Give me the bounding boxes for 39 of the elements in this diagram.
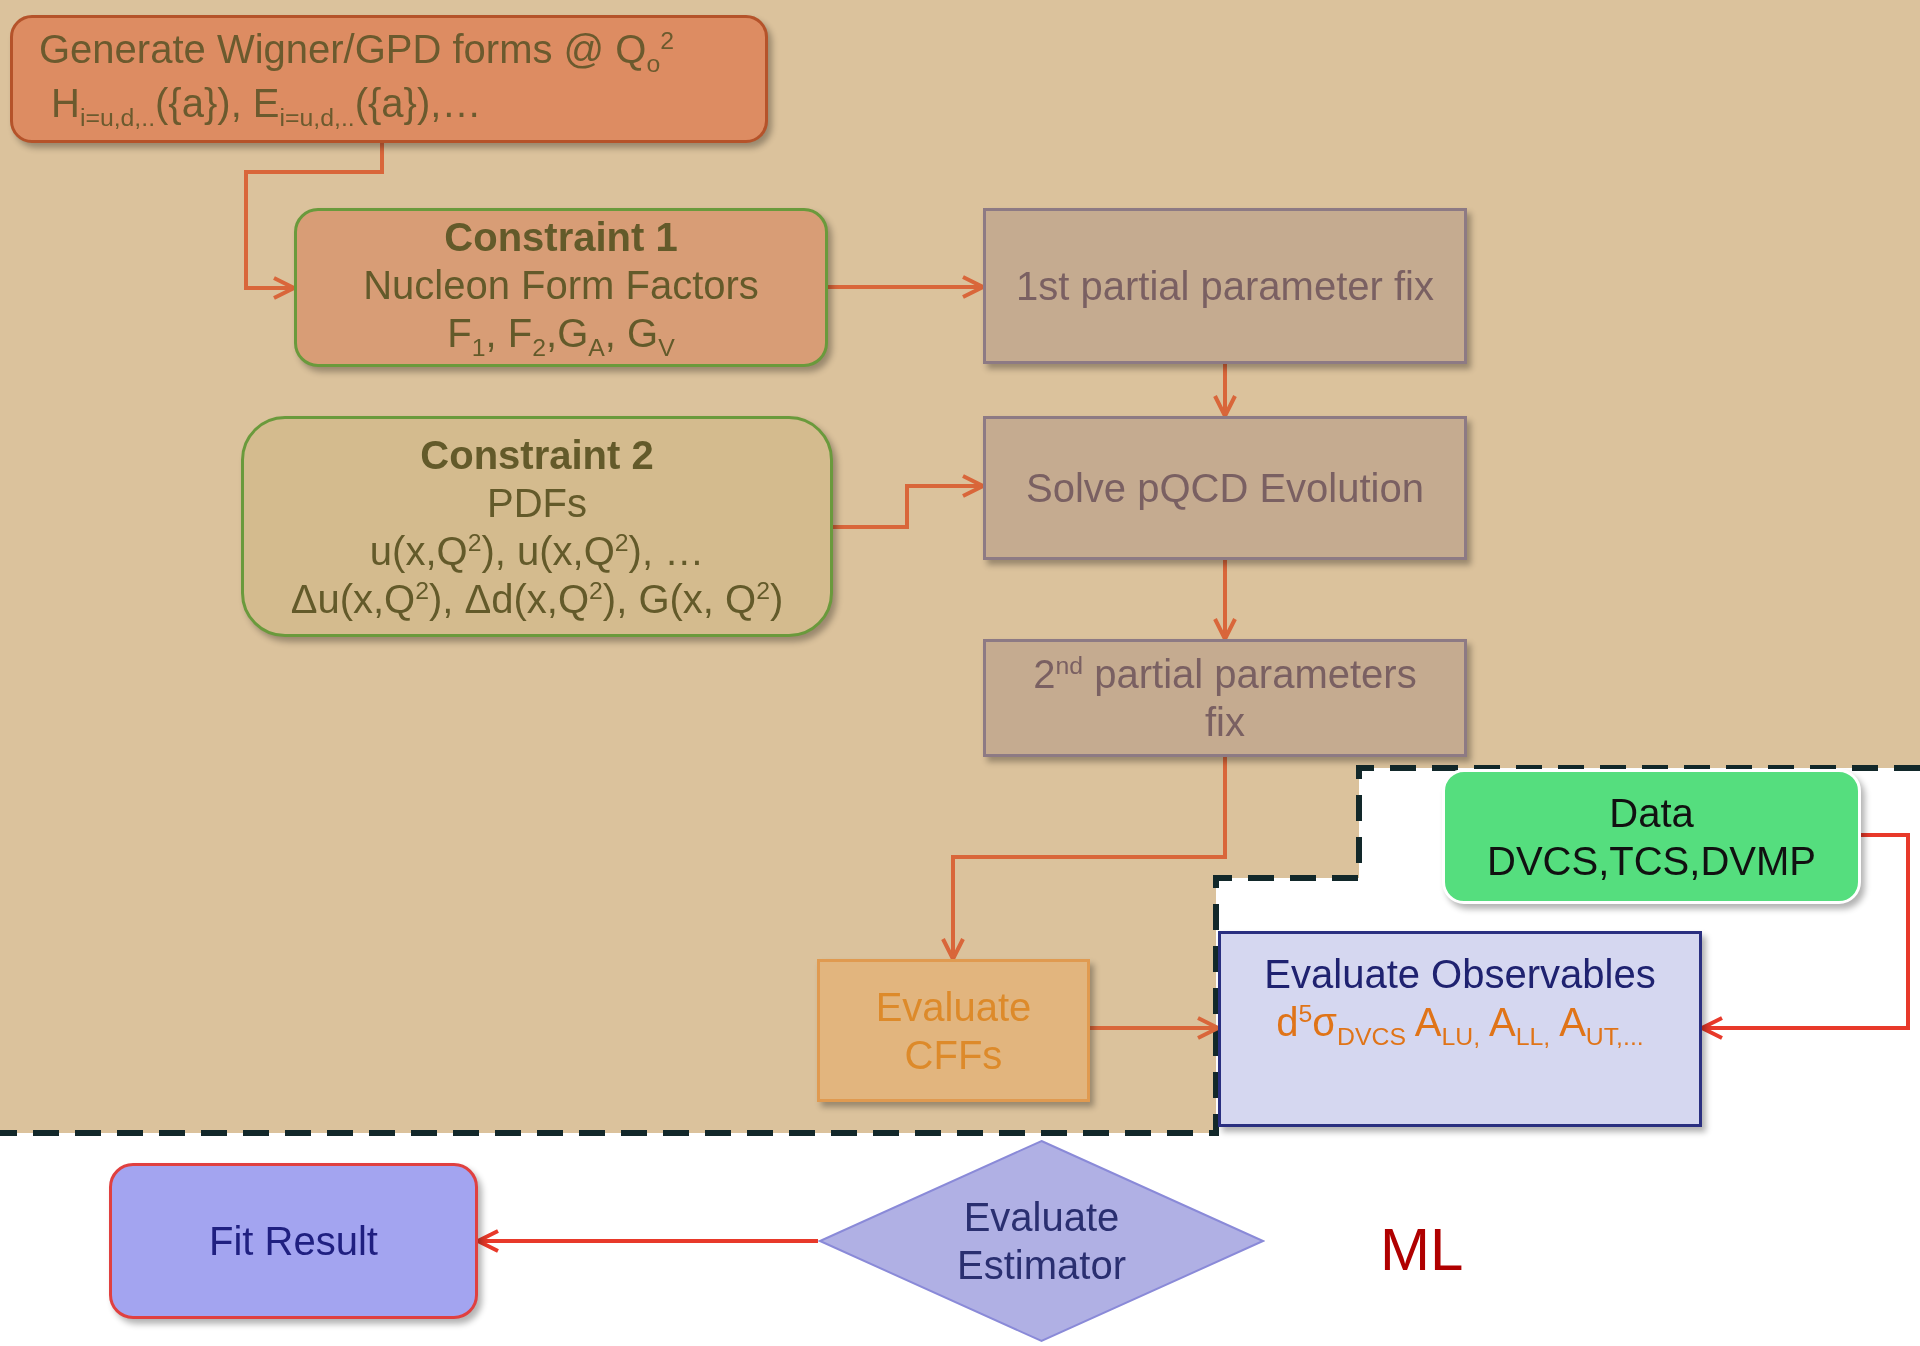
box-label: 1st partial parameter fix <box>1016 263 1434 310</box>
process-box <box>294 208 828 367</box>
arrow <box>1213 364 1237 418</box>
box-label: 2$^{nd}$ partial parameters fix <box>1032 650 1418 746</box>
box-label: Fit Result <box>209 1218 378 1265</box>
box-subheading: Nucleon Form Factors <box>363 261 759 309</box>
process-box <box>983 639 1467 757</box>
box-heading: Data <box>1609 789 1694 837</box>
box-label: Evaluate Estimator <box>956 1194 1127 1289</box>
box-heading: Constraint 2 <box>420 431 654 479</box>
formula-text: d$^{5}$σ$_{DVCS}$ A$_{LU,}$ A$_{LL,}$ A$_{UT,...}$ <box>1276 998 1644 1052</box>
box-heading: Constraint 1 <box>444 213 678 261</box>
arrow <box>1213 560 1237 641</box>
process-box <box>1442 769 1861 904</box>
box-heading: Evaluate Observables <box>1264 951 1656 998</box>
process-box <box>241 416 833 637</box>
formula-text: u(x,Q$^{2}$), u(x,Q$^{2}$), … <box>369 527 705 575</box>
arrow <box>828 275 985 299</box>
box-label: Evaluate CFFs <box>874 983 1033 1079</box>
box-subheading: PDFs <box>487 479 587 527</box>
formula-text: F$_{1}$, F$_{2}$,G$_{A}$, G$_{V}$ <box>447 309 675 363</box>
process-box <box>817 959 1090 1102</box>
process-box <box>1218 931 1702 1127</box>
title-text: ML <box>1380 1215 1464 1284</box>
arrow <box>833 474 985 529</box>
decision-diamond <box>818 1139 1265 1343</box>
process-box <box>983 416 1467 560</box>
box-label: DVCS,TCS,DVMP <box>1487 837 1816 885</box>
formula-text: Δu(x,Q$^{2}$), Δd(x,Q$^{2}$), G(x, Q$^{2}$) <box>290 575 784 623</box>
process-box <box>10 15 768 143</box>
box-label: Solve pQCD Evolution <box>1026 465 1424 512</box>
arrow <box>1090 1016 1220 1040</box>
arrow <box>941 757 1227 961</box>
arrow <box>476 1229 818 1253</box>
formula-text: H$_{i=u,d,..}$({a}), E$_{i=u,d,..}$({a}),… <box>50 80 482 133</box>
process-box <box>983 208 1467 364</box>
process-box <box>109 1163 478 1319</box>
arrow <box>1700 833 1910 1040</box>
arrow <box>244 143 384 300</box>
